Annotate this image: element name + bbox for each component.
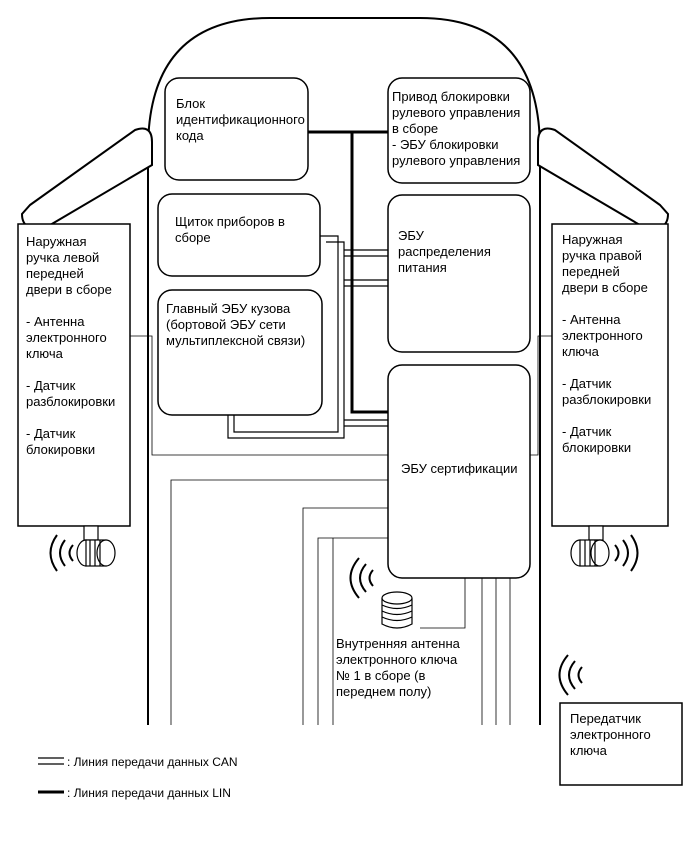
left-door-label: Наружная ручка левой передней двери в сб…: [26, 234, 116, 457]
left-door-box: [17, 223, 131, 527]
id-code-box: [164, 77, 309, 181]
indoor-antenna-label: Внутренняя антенна электронного ключа № …: [336, 636, 460, 699]
radio-waves-icon: [558, 654, 583, 696]
wiring-lines: [130, 335, 560, 725]
vehicle-body-outline: [147, 17, 541, 725]
radio-waves-icon: [49, 534, 74, 572]
antenna-coil-icon: [570, 525, 610, 567]
can-legend-label: : Линия передачи данных CAN: [67, 755, 238, 769]
main-body-ecu-label: Главный ЭБУ кузова (бортовой ЭБУ сети му…: [166, 301, 306, 348]
lin-bus-lines: [308, 130, 388, 414]
id-code-label: Блок идентификационного кода: [176, 96, 305, 143]
radio-waves-icon: [349, 557, 374, 599]
meter-box: [157, 193, 321, 277]
steering-lock-box: [387, 77, 531, 184]
power-ecu-label: ЭБУ распределения питания: [398, 228, 491, 275]
main-body-ecu-box: [157, 289, 323, 416]
cert-ecu-box: [387, 364, 531, 579]
lin-legend-label: : Линия передачи данных LIN: [67, 786, 231, 800]
right-door-box: [551, 223, 669, 527]
cert-ecu-label: ЭБУ сертификации: [401, 461, 518, 476]
power-ecu-box: [387, 194, 531, 353]
antenna-coil-icon: [381, 591, 413, 629]
transmitter-box: [559, 702, 683, 786]
right-door-label: Наружная ручка правой передней двери в с…: [562, 232, 652, 455]
meter-label: Щиток приборов в сборе: [175, 214, 285, 245]
antenna-coil-icon: [76, 525, 116, 567]
radio-waves-icon: [614, 534, 639, 572]
left-mirror: [20, 127, 153, 230]
right-mirror: [537, 127, 670, 230]
steering-lock-label: Привод блокировки рулевого управления в …: [392, 89, 521, 168]
can-legend-symbol: [38, 757, 64, 765]
transmitter-label: Передатчик электронного ключа: [570, 711, 651, 758]
